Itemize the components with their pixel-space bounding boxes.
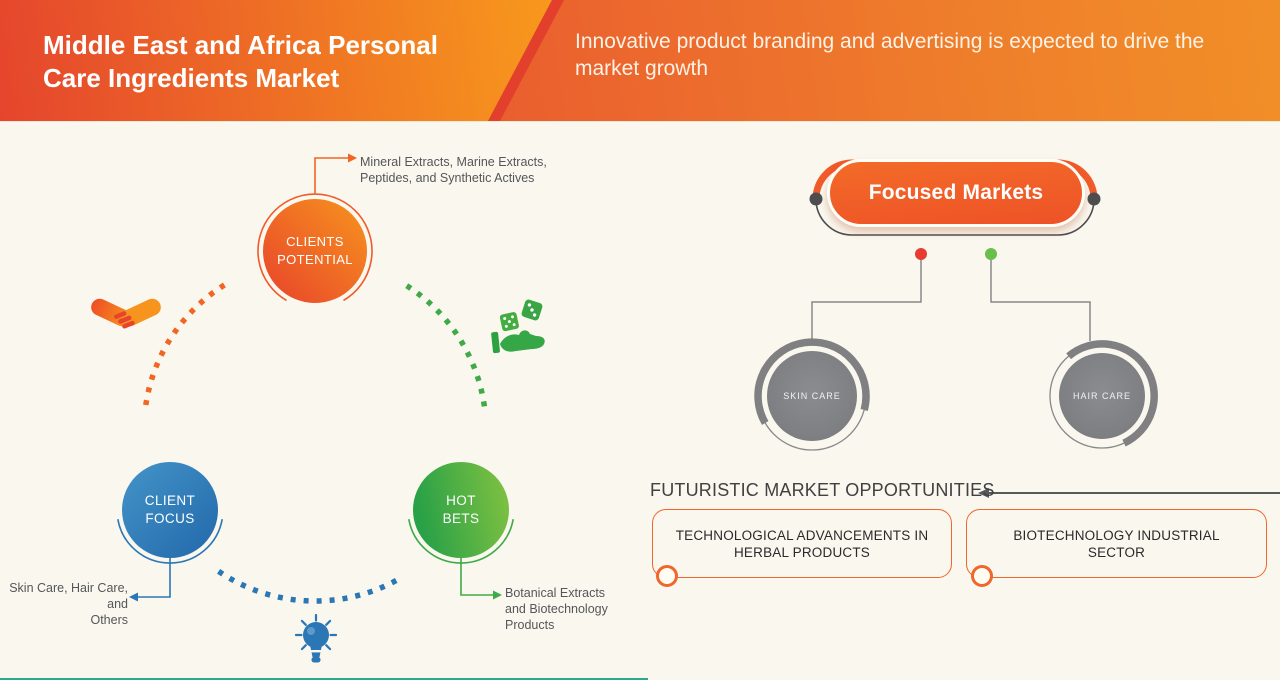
skin-care-label: SKIN CARE	[783, 391, 841, 401]
arrow-left-icon	[129, 592, 138, 602]
page-title: Middle East and Africa Personal Care Ing…	[43, 30, 438, 93]
clients-potential-connector	[314, 157, 348, 194]
header-banner: Middle East and Africa Personal Care Ing…	[0, 0, 1280, 122]
hot-bets-label: HOT BETS	[442, 493, 480, 526]
hot-bets-connector	[460, 558, 493, 596]
client-focus-label: CLIENT FOCUS	[144, 493, 196, 526]
dotted-arc-green	[405, 283, 488, 413]
opportunities-heading: FUTURISTIC MARKET OPPORTUNITIES	[650, 480, 995, 500]
clients-potential-label: CLIENTS POTENTIAL	[277, 234, 353, 267]
clients-potential-annotation: Mineral Extracts, Marine Extracts, Pepti…	[360, 155, 547, 185]
lightbulb-icon	[294, 613, 338, 663]
header-left-panel	[0, 0, 552, 121]
footer-accent-line	[0, 678, 648, 680]
client-focus-connector	[138, 558, 171, 598]
hair-care-branch-dot	[985, 248, 997, 260]
capsule-right-dot	[1087, 192, 1101, 206]
page-subtitle: Innovative product branding and advertis…	[575, 30, 1205, 80]
hair-care-connector	[990, 260, 1091, 341]
hair-care-circle	[1059, 353, 1145, 439]
hair-care-label: HAIR CARE	[1072, 391, 1132, 401]
opportunity-card-herbal: TECHNOLOGICAL ADVANCEMENTS IN HERBAL PRO…	[652, 509, 952, 578]
clients-potential-circle	[263, 199, 367, 303]
arrow-left-icon	[978, 488, 989, 498]
client-focus-circle	[122, 462, 218, 558]
focused-markets-label: Focused Markets	[868, 181, 1044, 204]
opportunity-card-ring-icon	[971, 565, 993, 587]
skin-care-branch-dot	[915, 248, 927, 260]
capsule-bottom-arc	[815, 198, 1095, 236]
hot-bets-circle	[413, 462, 509, 558]
opportunity-card-label: TECHNOLOGICAL ADVANCEMENTS IN HERBAL PRO…	[675, 527, 929, 560]
opportunity-card-biotech: BIOTECHNOLOGY INDUSTRIAL SECTOR	[966, 509, 1267, 578]
arrow-right-icon	[493, 590, 502, 600]
dotted-arc-blue	[217, 569, 399, 604]
growth-matrix-illustration	[91, 153, 545, 663]
skin-care-thick-arc	[754, 338, 870, 425]
arrow-right-icon	[348, 153, 357, 163]
opportunity-card-ring-icon	[656, 565, 678, 587]
skin-care-connector	[811, 260, 922, 341]
clients-potential-ring	[257, 193, 373, 302]
focused-markets-pill: Focused Markets	[827, 159, 1085, 227]
skin-care-circle	[767, 351, 857, 441]
handshake-icon	[91, 298, 161, 329]
hair-care-thick-arc	[1066, 340, 1158, 447]
opportunity-card-label: BIOTECHNOLOGY INDUSTRIAL SECTOR	[1013, 527, 1220, 560]
capsule-left-dot	[809, 192, 823, 206]
client-focus-annotation: Skin Care, Hair Care, and Others	[9, 581, 128, 627]
hand-dice-icon	[491, 299, 545, 354]
hot-bets-annotation: Botanical Extracts and Biotechnology Pro…	[505, 586, 608, 632]
